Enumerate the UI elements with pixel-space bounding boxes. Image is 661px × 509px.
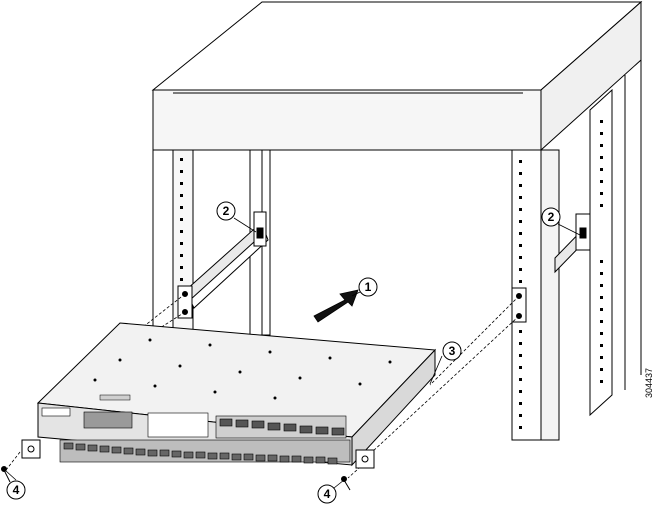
callout-leaders [5,217,583,489]
install-direction-arrow [313,289,359,323]
callout-2-right: 2 [541,207,561,227]
callout-2-left: 2 [216,201,236,221]
figure-id: 304437 [644,368,654,398]
rack-post-holes [180,120,603,429]
right-mounting-ear [355,449,375,469]
svg-text:2: 2 [548,210,555,224]
vent-grille [83,411,133,429]
front-panel [41,407,351,465]
svg-text:3: 3 [449,344,456,358]
rack [151,0,643,441]
svg-text:4: 4 [324,487,331,501]
svg-text:4: 4 [13,483,20,497]
left-mounting-ear [21,439,41,459]
uplink-port-block [215,415,347,439]
chassis-top-details [93,338,392,401]
fan-module [147,412,209,438]
right-slider-rail [511,213,591,323]
screw-right [341,476,351,491]
svg-text:1: 1 [365,280,372,294]
rack-left-front-post [152,149,174,346]
screw-left [1,466,11,483]
callout-1: 1 [358,277,378,297]
callout-4-right: 4 [317,484,337,504]
rack-front-beam [152,89,542,151]
rack-right-rear-post [589,88,613,417]
alignment-lines [5,293,520,479]
callout-4-left: 4 [6,480,26,500]
callout-3: 3 [442,341,462,361]
left-slider-rail [177,211,269,319]
svg-text:2: 2 [223,204,230,218]
access-port-block [59,439,351,463]
